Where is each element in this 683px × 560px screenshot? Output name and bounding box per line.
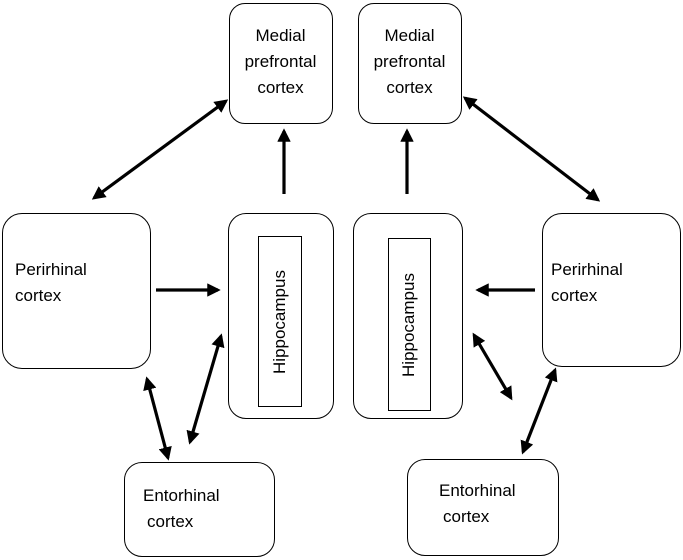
right-mpfc-box: Medial prefrontal cortex	[358, 3, 462, 124]
right-hippocampus-inner-box: Hippocampus	[388, 238, 431, 411]
right-mpfc-label: Medial prefrontal cortex	[373, 26, 446, 97]
left-hippocampus-inner-box: Hippocampus	[258, 236, 302, 407]
right-entorhinal-label: Entorhinal cortex	[439, 481, 516, 526]
arrow-left-entorhinal-hippocampus	[186, 333, 225, 445]
arrow-right-mpfc-perirhinal	[462, 96, 601, 202]
left-entorhinal-label: Entorhinal cortex	[143, 486, 220, 531]
left-mpfc-label: Medial prefrontal cortex	[244, 26, 317, 97]
right-entorhinal-box: Entorhinal cortex	[407, 459, 559, 556]
arrow-left-perirhinal-mpfc	[91, 99, 229, 200]
left-perirhinal-box: Perirhinal cortex	[2, 213, 151, 369]
right-perirhinal-box: Perirhinal cortex	[542, 213, 681, 367]
left-perirhinal-label: Perirhinal cortex	[15, 260, 87, 305]
arrow-left-perirhinal-entorhinal	[143, 376, 172, 461]
left-mpfc-box: Medial prefrontal cortex	[229, 3, 333, 124]
left-entorhinal-box: Entorhinal cortex	[124, 462, 275, 557]
right-hippocampus-box: Hippocampus	[353, 213, 463, 419]
right-perirhinal-label: Perirhinal cortex	[551, 260, 623, 305]
left-hippocampus-box: Hippocampus	[228, 213, 334, 419]
arrow-right-perirhinal-entorhinal	[520, 367, 558, 455]
arrow-right-hippocampus-entorhinal	[472, 332, 513, 401]
